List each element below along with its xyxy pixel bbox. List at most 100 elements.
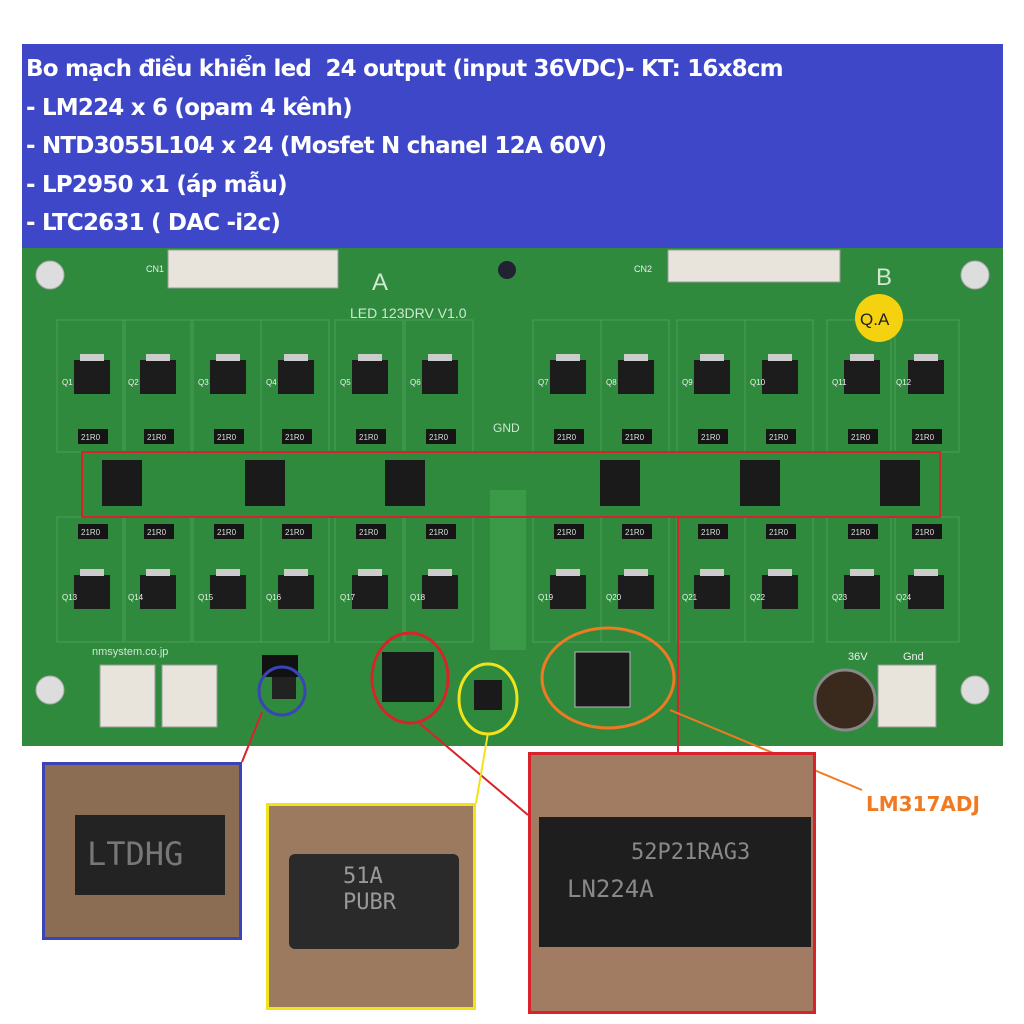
ltc2631-inset: LTDHG	[42, 762, 242, 940]
mosfet-label: Q9	[682, 378, 693, 387]
resistor	[426, 524, 456, 539]
mosfet	[74, 575, 110, 609]
mosfet-label: Q23	[832, 593, 848, 602]
mosfet-label: Q18	[410, 593, 426, 602]
lm224-opamp	[740, 460, 780, 506]
resistor-marking: 21R0	[701, 528, 721, 537]
resistor-marking: 21R0	[147, 528, 167, 537]
resistor	[426, 429, 456, 444]
mosfet	[278, 575, 314, 609]
banner-line: - NTD3055L104 x 24 (Mosfet N chanel 12A …	[26, 133, 607, 159]
mosfet	[140, 360, 176, 394]
lp2950-marking-2: PUBR	[343, 890, 396, 915]
mosfet	[908, 575, 944, 609]
resistor	[698, 524, 728, 539]
mosfet-label: Q24	[896, 593, 912, 602]
gnd-label: GND	[493, 421, 520, 435]
lp2950-inset: 51A PUBR	[266, 803, 476, 1010]
ltc2631-chip	[272, 677, 296, 699]
mosfet	[352, 360, 388, 394]
mosfet-label: Q8	[606, 378, 617, 387]
resistor	[78, 524, 108, 539]
resistor	[282, 429, 312, 444]
resistor-marking: 21R0	[851, 433, 871, 442]
mosfet	[694, 575, 730, 609]
resistor-marking: 21R0	[217, 528, 237, 537]
mosfet-label: Q15	[198, 593, 214, 602]
mosfet	[844, 575, 880, 609]
resistor-marking: 21R0	[769, 528, 789, 537]
cn2-label: CN2	[634, 264, 652, 274]
lm224-opamp	[600, 460, 640, 506]
mosfet-label: Q17	[340, 593, 356, 602]
lm224-chip-u7	[382, 652, 434, 702]
mosfet-label: Q14	[128, 593, 144, 602]
mosfet-label: Q4	[266, 378, 277, 387]
mosfet	[278, 360, 314, 394]
mosfet-label: Q22	[750, 593, 766, 602]
mosfet	[618, 575, 654, 609]
mosfet	[210, 575, 246, 609]
resistor	[554, 429, 584, 444]
resistor	[912, 524, 942, 539]
mosfet	[762, 360, 798, 394]
mosfet	[694, 360, 730, 394]
lm224-opamp	[102, 460, 142, 506]
cn1-label: CN1	[146, 264, 164, 274]
title-banner: Bo mạch điều khiển led 24 output (input …	[22, 44, 1003, 248]
banner-line: - LTC2631 ( DAC -i2c)	[26, 210, 281, 236]
mosfet-label: Q5	[340, 378, 351, 387]
resistor-marking: 21R0	[625, 528, 645, 537]
resistor-marking: 21R0	[625, 433, 645, 442]
lm224-marking-2: LN224A	[567, 875, 654, 903]
resistor	[214, 429, 244, 444]
resistor	[766, 524, 796, 539]
lm317-callout-label: LM317ADJ	[866, 792, 980, 816]
resistor	[766, 429, 796, 444]
mosfet	[352, 575, 388, 609]
banner-line: Bo mạch điều khiển led 24 output (input …	[26, 56, 784, 82]
mosfet	[908, 360, 944, 394]
resistor-marking: 21R0	[285, 433, 305, 442]
mosfet-label: Q1	[62, 378, 73, 387]
banner-line: - LM224 x 6 (opam 4 kênh)	[26, 94, 353, 121]
connector-cn2	[667, 249, 841, 283]
power-label: 36V	[848, 651, 868, 663]
resistor-marking: 21R0	[81, 528, 101, 537]
mosfet	[618, 360, 654, 394]
power-connector	[877, 664, 937, 728]
mosfet	[550, 360, 586, 394]
mosfet-label: Q6	[410, 378, 421, 387]
banner-line: - LP2950 x1 (áp mẫu)	[26, 171, 288, 198]
resistor	[622, 429, 652, 444]
resistor-marking: 21R0	[81, 433, 101, 442]
resistor	[912, 429, 942, 444]
resistor	[282, 524, 312, 539]
opamp-highlight	[81, 451, 941, 518]
ltc2631-marking: LTDHG	[87, 835, 184, 873]
mosfet-label: Q16	[266, 593, 282, 602]
mosfet	[844, 360, 880, 394]
lm224-marking-1: 52P21RAG3	[631, 840, 751, 865]
resistor-marking: 21R0	[915, 528, 935, 537]
connector-j2	[161, 664, 218, 728]
mosfet	[140, 575, 176, 609]
resistor-marking: 21R0	[217, 433, 237, 442]
resistor	[144, 429, 174, 444]
ltc2631-highlight	[257, 665, 307, 717]
lm317-chip	[574, 651, 631, 708]
mosfet-label: Q12	[896, 378, 912, 387]
mosfet-label: Q11	[832, 378, 847, 387]
resistor	[214, 524, 244, 539]
capacitor	[813, 668, 877, 732]
mosfet-label: Q20	[606, 593, 622, 602]
lm224-highlight	[370, 631, 450, 725]
resistor-marking: 21R0	[147, 433, 167, 442]
gnd-trace	[490, 490, 526, 650]
mosfet-label: Q21	[682, 593, 698, 602]
lm224-opamp	[385, 460, 425, 506]
resistor-marking: 21R0	[557, 528, 577, 537]
connector-j1	[99, 664, 156, 728]
mosfet	[210, 360, 246, 394]
